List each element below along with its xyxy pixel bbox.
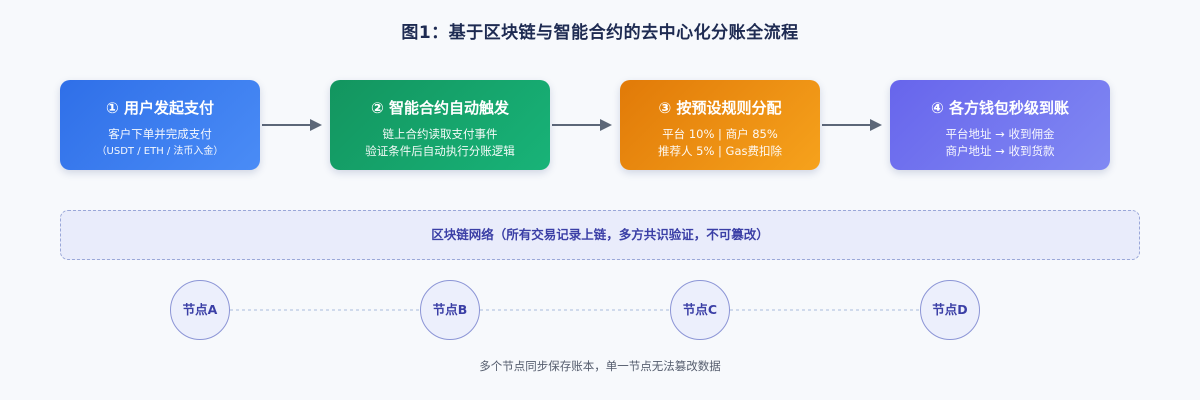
flow-arrow-3-4 <box>822 119 882 131</box>
step-title: ① 用户发起支付 <box>106 99 214 117</box>
step-card-user-payment: ① 用户发起支付 客户下单并完成支付 （USDT / ETH / 法币入金） <box>60 80 260 170</box>
diagram-title: 图1：基于区块链与智能合约的去中心化分账全流程 <box>401 23 799 43</box>
step-detail: 客户下单并完成支付 <box>108 127 212 141</box>
step-card-smart-contract: ② 智能合约自动触发 链上合约读取支付事件 验证条件后自动执行分账逻辑 <box>330 80 550 170</box>
node-d: 节点D <box>920 280 980 340</box>
node-caption: 多个节点同步保存账本，单一节点无法篡改数据 <box>479 359 721 373</box>
node-c: 节点C <box>670 280 730 340</box>
blockchain-network-band: 区块链网络（所有交易记录上链，多方共识验证，不可篡改） <box>60 210 1140 260</box>
step-detail: 平台 10% | 商户 85% <box>662 127 778 141</box>
flow-arrow-2-3 <box>552 119 612 131</box>
step-detail: 平台地址 → 收到佣金 <box>945 127 1055 141</box>
flow-arrow-1-2 <box>262 119 322 131</box>
step-detail: 链上合约读取支付事件 <box>382 127 498 141</box>
step-detail: （USDT / ETH / 法币入金） <box>96 146 224 157</box>
node-b: 节点B <box>420 280 480 340</box>
step-title: ② 智能合约自动触发 <box>371 99 509 117</box>
node-a: 节点A <box>170 280 230 340</box>
step-detail: 商户地址 → 收到货款 <box>945 144 1055 158</box>
step-title: ④ 各方钱包秒级到账 <box>931 99 1069 117</box>
step-card-wallet-settlement: ④ 各方钱包秒级到账 平台地址 → 收到佣金 商户地址 → 收到货款 <box>890 80 1110 170</box>
step-detail: 推荐人 5% | Gas费扣除 <box>657 144 783 158</box>
step-card-allocation-rules: ③ 按预设规则分配 平台 10% | 商户 85% 推荐人 5% | Gas费扣… <box>620 80 820 170</box>
step-title: ③ 按预设规则分配 <box>658 99 782 117</box>
step-detail: 验证条件后自动执行分账逻辑 <box>365 144 515 158</box>
